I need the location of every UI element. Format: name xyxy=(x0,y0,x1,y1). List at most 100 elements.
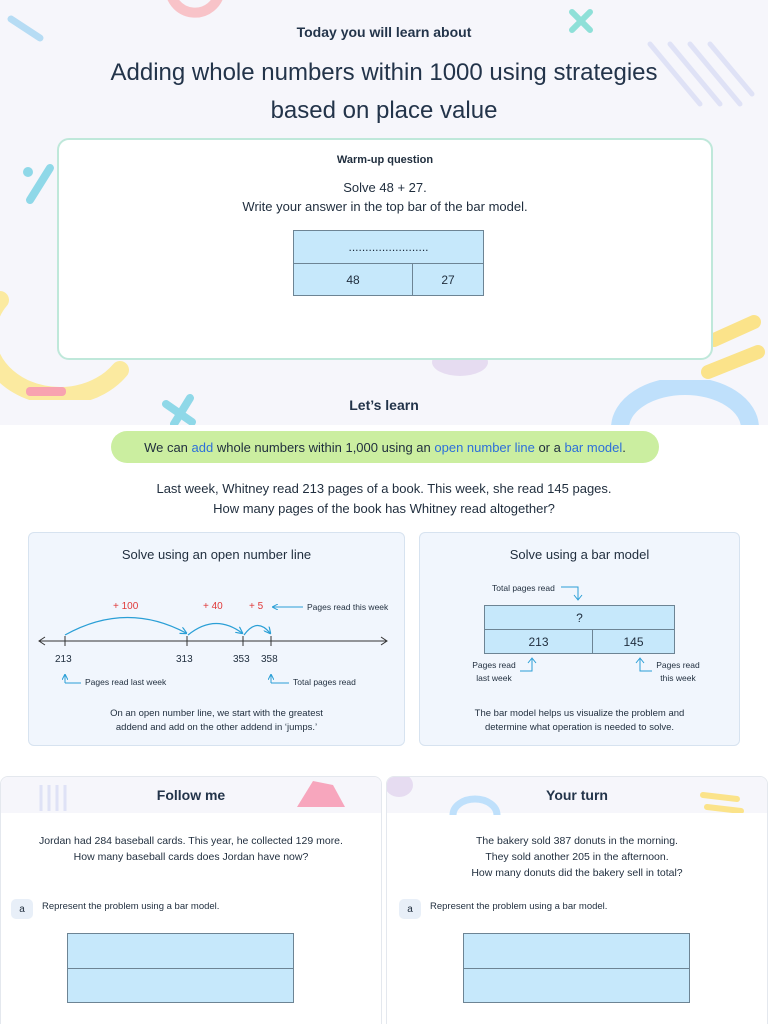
number-line-foot-1: On an open number line, we start with th… xyxy=(110,708,323,719)
jump-label-100: + 100 xyxy=(113,601,139,612)
key-idea-pill: We can add whole numbers within 1,000 us… xyxy=(111,431,659,463)
yellow-arc-shape xyxy=(0,291,129,400)
left-part-label-1: Pages read xyxy=(472,660,516,670)
lesson-kicker: Today you will learn about xyxy=(296,24,472,40)
axis-right-arrow xyxy=(380,636,388,646)
bar-model-foot-1: The bar model helps us visualize the pro… xyxy=(474,708,685,719)
pill-text: . xyxy=(622,439,626,455)
number-line-title: Solve using an open number line xyxy=(121,547,312,562)
story-line-1: Last week, Whitney read 213 pages of a b… xyxy=(156,481,612,496)
warmup-bar-left: 48 xyxy=(293,263,413,296)
blue-ring-shape xyxy=(449,795,501,815)
warmup-line-1: Solve 48 + 27. xyxy=(343,180,427,195)
bar-model-title: Solve using a bar model xyxy=(509,547,650,562)
jump-label-5: + 5 xyxy=(249,601,264,612)
your-turn-bar-bottom[interactable] xyxy=(463,968,690,1003)
teal-sticks-shape xyxy=(23,164,54,204)
your-turn-header: Your turn xyxy=(387,777,767,815)
right-part-label: Pages read this week xyxy=(654,659,702,685)
your-turn-title: Your turn xyxy=(546,787,608,803)
right-part-label-1: Pages read xyxy=(656,660,700,670)
teal-cross-small-shape xyxy=(162,394,196,425)
teal-cross-shape xyxy=(569,9,593,33)
bar-model-arrows xyxy=(520,586,652,672)
end-label: Total pages read xyxy=(293,677,356,687)
story-line-2: How many pages of the book has Whitney r… xyxy=(213,501,555,516)
warmup-label: Warm-up question xyxy=(336,154,434,166)
warmup-line-2: Write your answer in the top bar of the … xyxy=(242,199,528,214)
bar-model-total: ? xyxy=(484,605,675,630)
hero-section: Today you will learn about Adding whole … xyxy=(0,0,768,425)
total-label-arrow xyxy=(561,586,579,599)
jumps-label: Pages read this week xyxy=(307,602,389,612)
pink-bar-shape xyxy=(26,387,66,396)
follow-me-part-badge: a xyxy=(11,899,33,919)
pill-bar-model-term: bar model xyxy=(564,439,623,455)
left-part-label-2: last week xyxy=(476,673,512,683)
total-label: Total pages read xyxy=(492,583,555,593)
bar-model-footnote: The bar model helps us visualize the pro… xyxy=(420,707,739,735)
your-turn-part-badge: a xyxy=(399,899,421,919)
story-problem: Last week, Whitney read 213 pages of a b… xyxy=(0,479,768,519)
follow-me-card: Follow me Jordan had 284 baseball cards.… xyxy=(0,776,382,1024)
blue-ring-shape xyxy=(611,380,759,425)
pink-gem-shape xyxy=(297,781,345,807)
warmup-bar-total[interactable]: ........................ xyxy=(293,230,484,264)
warmup-bar-right: 27 xyxy=(412,263,484,296)
yellow-pills-shape xyxy=(701,315,765,379)
tick-label-313: 313 xyxy=(176,654,193,665)
bar-model-right: 145 xyxy=(592,629,675,654)
yellow-pills-shape xyxy=(700,792,744,813)
your-turn-line-1: The bakery sold 387 donuts in the mornin… xyxy=(476,835,678,847)
jump-arc-40 xyxy=(187,622,242,636)
follow-me-bar-model xyxy=(67,933,294,1003)
pill-number-line-term: open number line xyxy=(434,439,535,455)
your-turn-bar-model xyxy=(463,933,690,1003)
warmup-bar-model: ........................ 48 27 xyxy=(293,230,484,296)
bar-model-left: 213 xyxy=(484,629,593,654)
lilac-blob-shape xyxy=(432,358,488,376)
number-line-panel: Solve using an open number line + 100 + xyxy=(28,532,405,746)
follow-me-question: Represent the problem using a bar model. xyxy=(42,901,220,912)
number-line-diagram xyxy=(38,533,388,684)
follow-me-line-1: Jordan had 284 baseball cards. This year… xyxy=(39,835,343,847)
pill-text: or a xyxy=(534,439,565,455)
jump-label-40: + 40 xyxy=(203,601,223,612)
pill-text: We can xyxy=(144,439,192,455)
left-label-arrow xyxy=(520,659,533,672)
bar-model-panel: Solve using a bar model Total pages read… xyxy=(419,532,740,746)
tick-label-213: 213 xyxy=(55,654,72,665)
number-line-footnote: On an open number line, we start with th… xyxy=(29,707,404,735)
your-turn-bar-top[interactable] xyxy=(463,933,690,969)
jump-arc-5 xyxy=(243,624,270,636)
right-label-arrow xyxy=(639,659,652,672)
number-line-foot-2: addend and add on the other addend in ‘j… xyxy=(115,722,318,733)
right-part-label-2: this week xyxy=(660,673,696,683)
axis-left-arrow xyxy=(38,636,46,646)
your-turn-problem: The bakery sold 387 donuts in the mornin… xyxy=(387,833,767,881)
start-label: Pages read last week xyxy=(85,677,167,687)
follow-me-line-2: How many baseball cards does Jordan have… xyxy=(73,851,309,863)
follow-me-bar-bottom[interactable] xyxy=(67,968,294,1003)
jump-arc-100 xyxy=(64,616,186,636)
left-part-label: Pages read last week xyxy=(470,659,518,685)
lavender-lines-shape xyxy=(647,41,755,107)
lets-learn-heading: Let’s learn xyxy=(349,397,419,413)
warmup-card: Warm-up question Solve 48 + 27. Write yo… xyxy=(57,138,713,360)
lesson-title: Adding whole numbers within 1000 using s… xyxy=(110,59,658,124)
follow-me-title: Follow me xyxy=(156,787,226,803)
bar-model-foot-2: determine what operation is needed to so… xyxy=(484,722,675,733)
follow-me-bar-top[interactable] xyxy=(67,933,294,969)
follow-me-header: Follow me xyxy=(1,777,381,813)
your-turn-line-3: How many donuts did the bakery sell in t… xyxy=(471,867,683,879)
your-turn-card: Your turn The bakery sold 387 donuts in … xyxy=(386,776,768,1024)
blue-stick-shape xyxy=(7,15,44,42)
tick-label-353: 353 xyxy=(233,654,250,665)
lavender-lines-shape xyxy=(39,785,67,811)
lilac-blob-shape xyxy=(387,777,413,797)
pink-ring-shape xyxy=(167,0,223,18)
pill-text: whole numbers within 1,000 using an xyxy=(213,439,435,455)
your-turn-question: Represent the problem using a bar model. xyxy=(430,901,608,912)
pill-add-term: add xyxy=(191,439,214,455)
tick-label-358: 358 xyxy=(261,654,278,665)
